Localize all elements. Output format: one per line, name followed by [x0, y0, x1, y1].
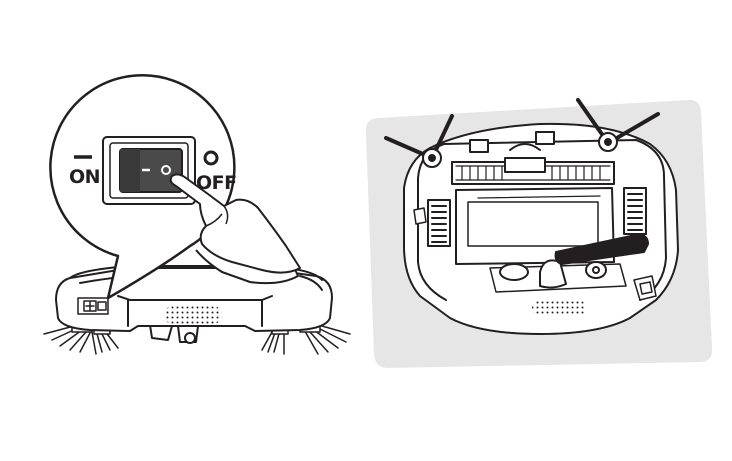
right-wheel — [623, 187, 647, 235]
bottom-right-side-brush — [576, 98, 660, 144]
off-symbol-icon — [203, 150, 219, 166]
callout-bubble — [49, 74, 301, 300]
speaker-grille — [164, 306, 222, 324]
body-power-switch — [77, 297, 109, 315]
front-bumper — [117, 295, 273, 327]
dust-bin-handle — [554, 233, 649, 265]
on-label: ON — [69, 166, 101, 188]
off-label: OFF — [196, 172, 237, 194]
pressing-hand — [169, 173, 301, 274]
robot-front-view — [43, 265, 351, 355]
left-wheel — [427, 199, 451, 247]
robot-bottom-view — [365, 98, 713, 368]
front-caster — [184, 332, 196, 344]
bottom-power-switch — [633, 275, 657, 301]
off-circle-icon — [161, 165, 171, 175]
bottom-speaker-grille — [532, 300, 586, 316]
